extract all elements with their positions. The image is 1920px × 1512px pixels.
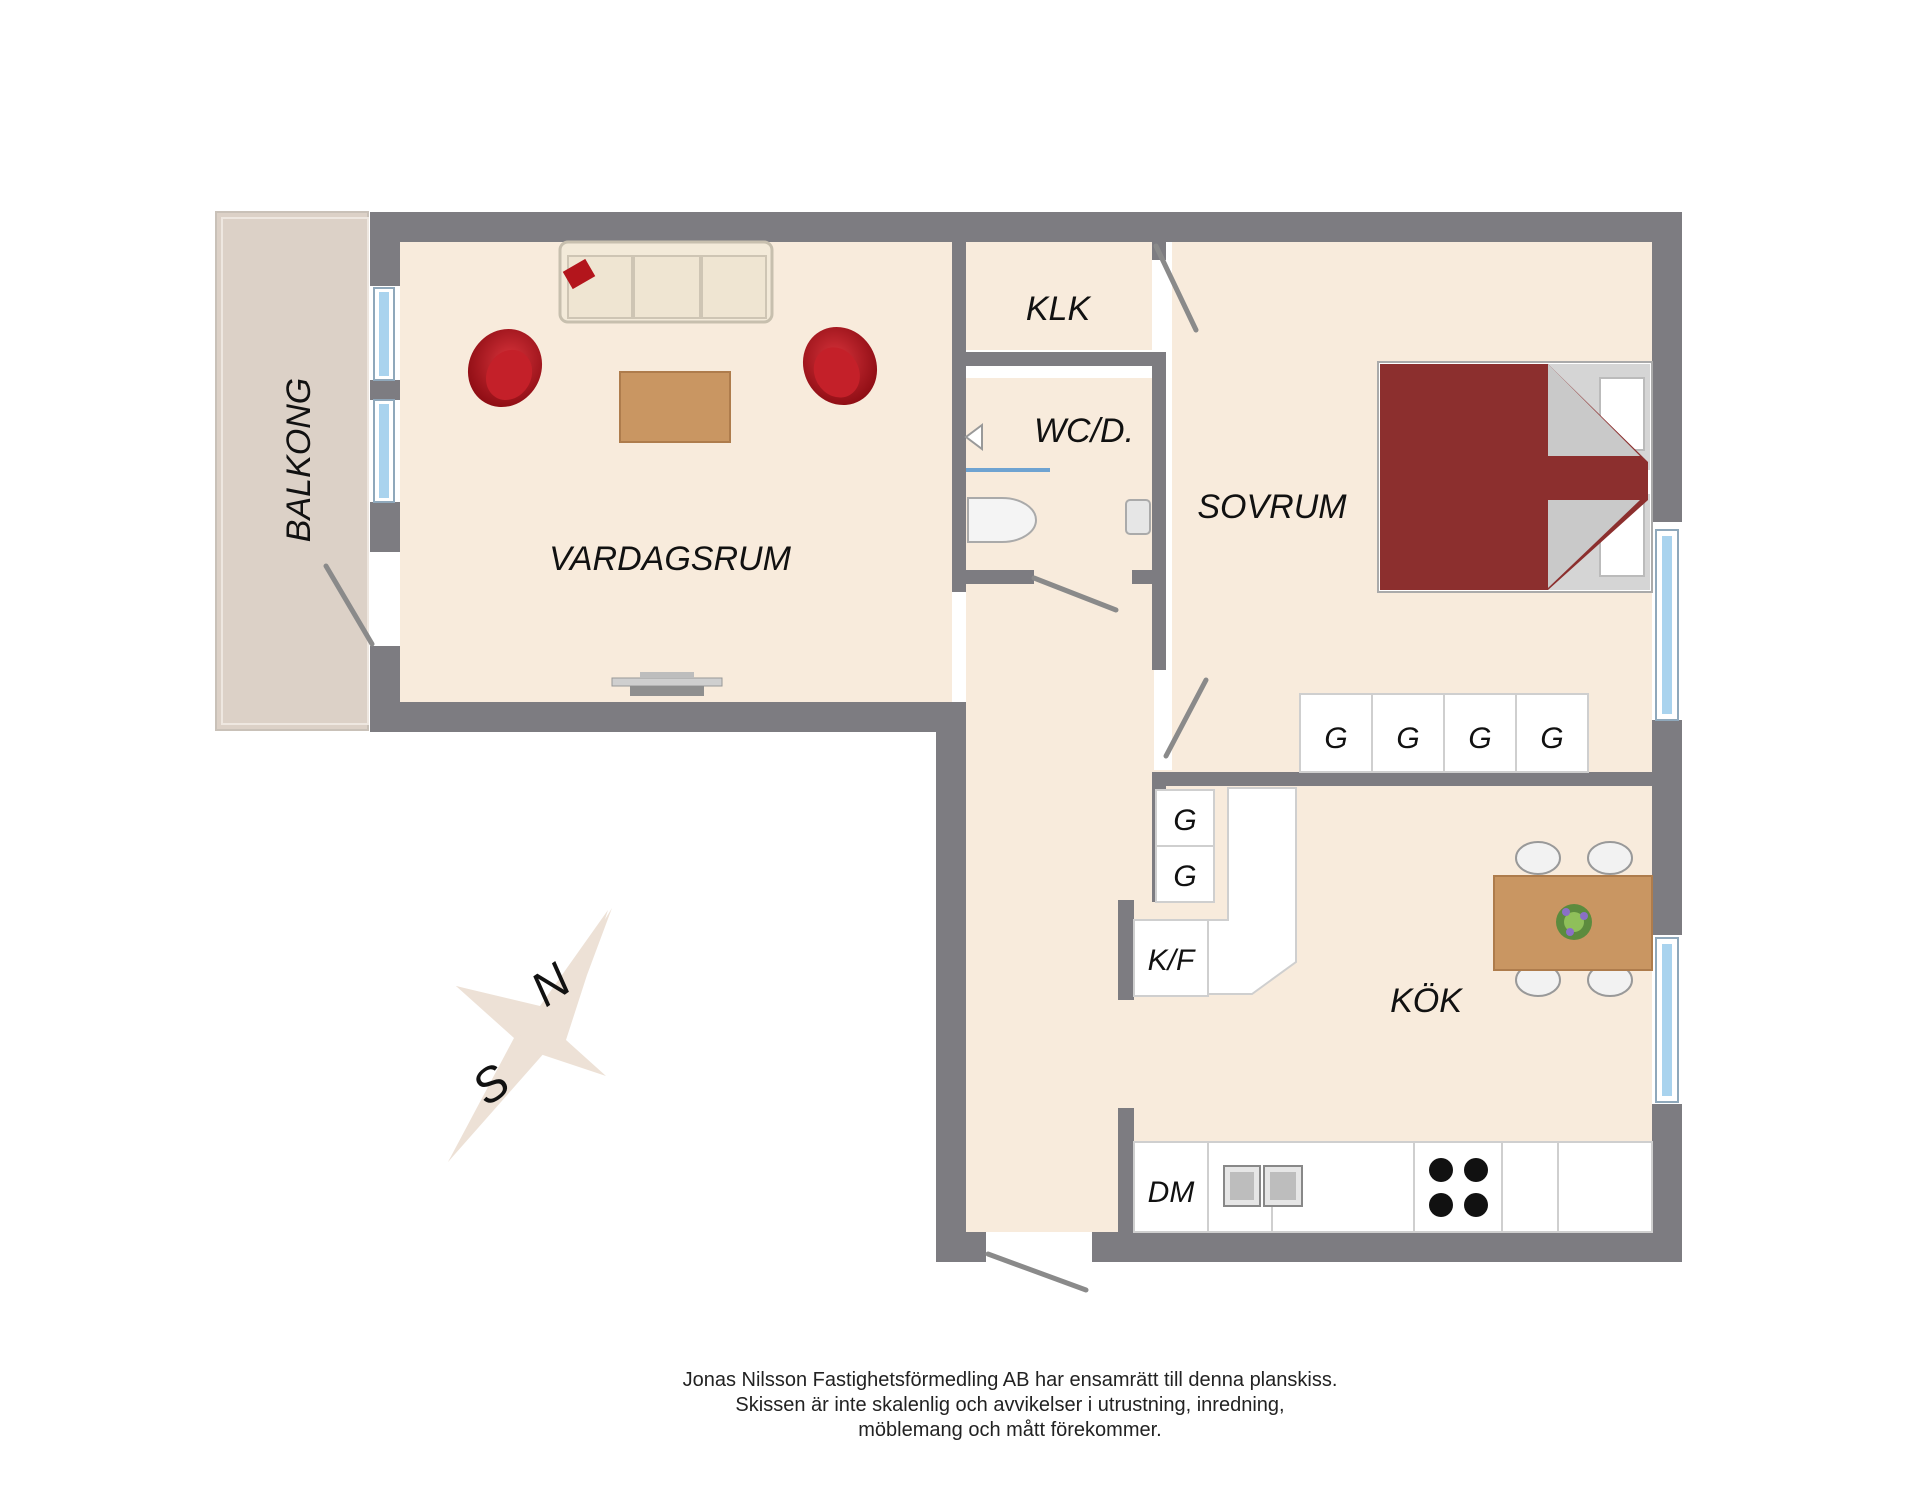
balcony — [215, 211, 369, 731]
windows — [373, 287, 1679, 1103]
closet-door — [1153, 243, 1199, 333]
disclaimer-line: Skissen är inte skalenlig och avvikelser… — [735, 1394, 1285, 1416]
room-label-balcony: BALKONG — [280, 378, 318, 542]
doors — [323, 243, 1209, 1293]
wardrobe-label: G — [1173, 860, 1196, 893]
sofa — [558, 240, 774, 324]
plant-icon — [1556, 904, 1592, 940]
wc-door — [1031, 575, 1119, 613]
dishwasher-label: DM — [1148, 1176, 1195, 1209]
wardrobe-label: G — [1396, 722, 1419, 755]
wardrobe-label: G — [1324, 722, 1347, 755]
bed — [1377, 361, 1653, 593]
coffee-table — [619, 371, 731, 443]
dining-set — [1493, 841, 1653, 997]
wardrobe-label: G — [1173, 804, 1196, 837]
room-label-kitchen: KÖK — [1390, 982, 1463, 1020]
room-label-bedroom: SOVRUM — [1197, 488, 1347, 526]
kitchen-counter: DM — [1133, 1141, 1653, 1233]
sink-icon — [1223, 1165, 1303, 1207]
tv-bench — [611, 672, 723, 696]
room-label-wc: WC/D. — [1034, 412, 1134, 450]
disclaimer: Jonas Nilsson Fastighetsförmedling AB ha… — [500, 1368, 1520, 1443]
bedroom-wardrobes: G G G G — [1299, 693, 1589, 773]
fridge-freezer-label: K/F — [1148, 944, 1196, 977]
armchair-right — [802, 326, 878, 406]
room-label-living-room: VARDAGSRUM — [549, 540, 791, 578]
toilet-icon — [967, 497, 1037, 543]
stove-icon — [1429, 1158, 1488, 1217]
hall-wardrobes: G G — [1155, 789, 1215, 903]
wardrobe-label: G — [1468, 722, 1491, 755]
sink-icon — [1125, 499, 1151, 535]
shower-drain-icon — [964, 423, 983, 451]
disclaimer-line: Jonas Nilsson Fastighetsförmedling AB ha… — [682, 1369, 1338, 1391]
room-label-closet: KLK — [1026, 290, 1092, 328]
wardrobe-label: G — [1540, 722, 1563, 755]
balcony-door — [323, 563, 375, 647]
wc-fixtures — [964, 423, 1151, 543]
compass: N S — [448, 908, 612, 1162]
kitchen-counter-corner: K/F — [1133, 787, 1297, 997]
entrance-door — [985, 1251, 1089, 1293]
armchair-left — [467, 328, 543, 408]
bedroom-door — [1163, 677, 1209, 759]
disclaimer-line: möblemang och mått förekommer. — [858, 1419, 1162, 1441]
